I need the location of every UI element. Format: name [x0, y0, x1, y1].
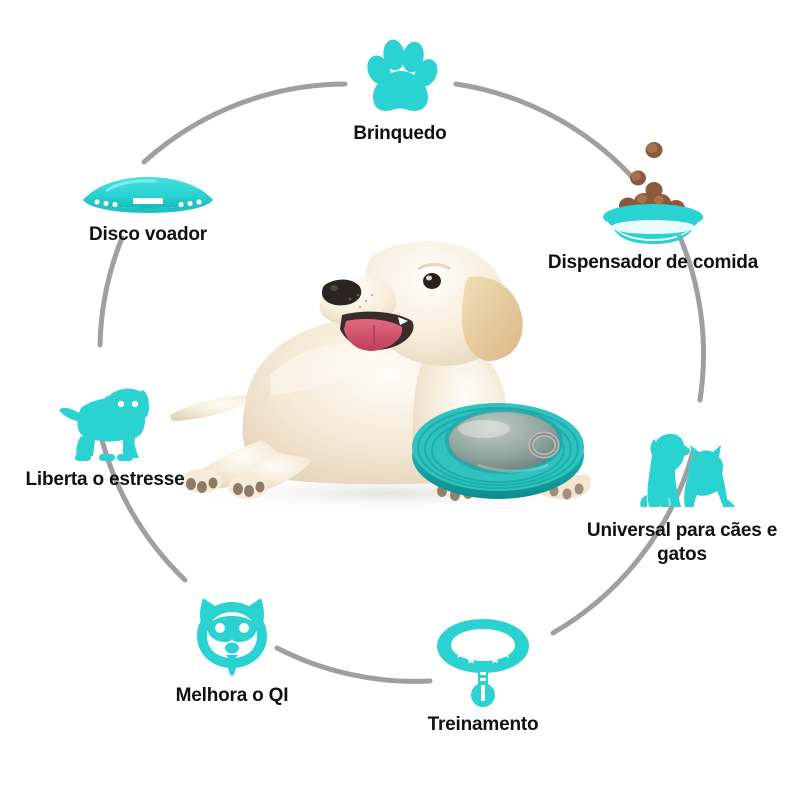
feature-label-universal: Universal para cães e gatos [586, 520, 778, 565]
feature-treinamento[interactable]: Treinamento [353, 617, 613, 737]
ring-arc-6 [97, 429, 188, 583]
ring-arc-4 [550, 449, 696, 636]
feature-label-dispensador: Dispensador de comida [547, 252, 759, 273]
feature-label-brinquedo: Brinquedo [353, 123, 447, 144]
feature-disco[interactable]: Disco voador [18, 173, 278, 247]
feature-universal[interactable]: Universal para cães e gatos [552, 425, 800, 567]
dog-and-cat-icon [627, 425, 737, 513]
feature-dispensador[interactable]: Dispensador de comida [523, 140, 783, 275]
feature-label-treinamento: Treinamento [427, 714, 539, 735]
flying-disc-icon [77, 173, 219, 217]
ring-arc-2 [453, 81, 636, 181]
feature-melhora[interactable]: Melhora o QI [102, 592, 362, 708]
feature-liberta[interactable]: Liberta o estresse [0, 378, 235, 492]
feature-brinquedo[interactable]: Brinquedo [270, 38, 530, 146]
dog-face-icon [187, 592, 277, 678]
standing-puppy-icon [55, 378, 155, 462]
collar-icon [433, 617, 533, 707]
ring-arc-5 [274, 645, 433, 684]
ring-arc-1 [141, 81, 348, 165]
paw-icon [360, 38, 440, 116]
ring-arc-7 [97, 235, 125, 348]
feature-label-melhora: Melhora o QI [175, 685, 289, 706]
feature-label-disco: Disco voador [89, 224, 207, 245]
photo-puppy-with-disc [170, 241, 605, 510]
food-bowl-icon [586, 140, 721, 245]
ring-arc-3 [673, 225, 706, 403]
feature-label-liberta: Liberta o estresse [25, 469, 185, 490]
